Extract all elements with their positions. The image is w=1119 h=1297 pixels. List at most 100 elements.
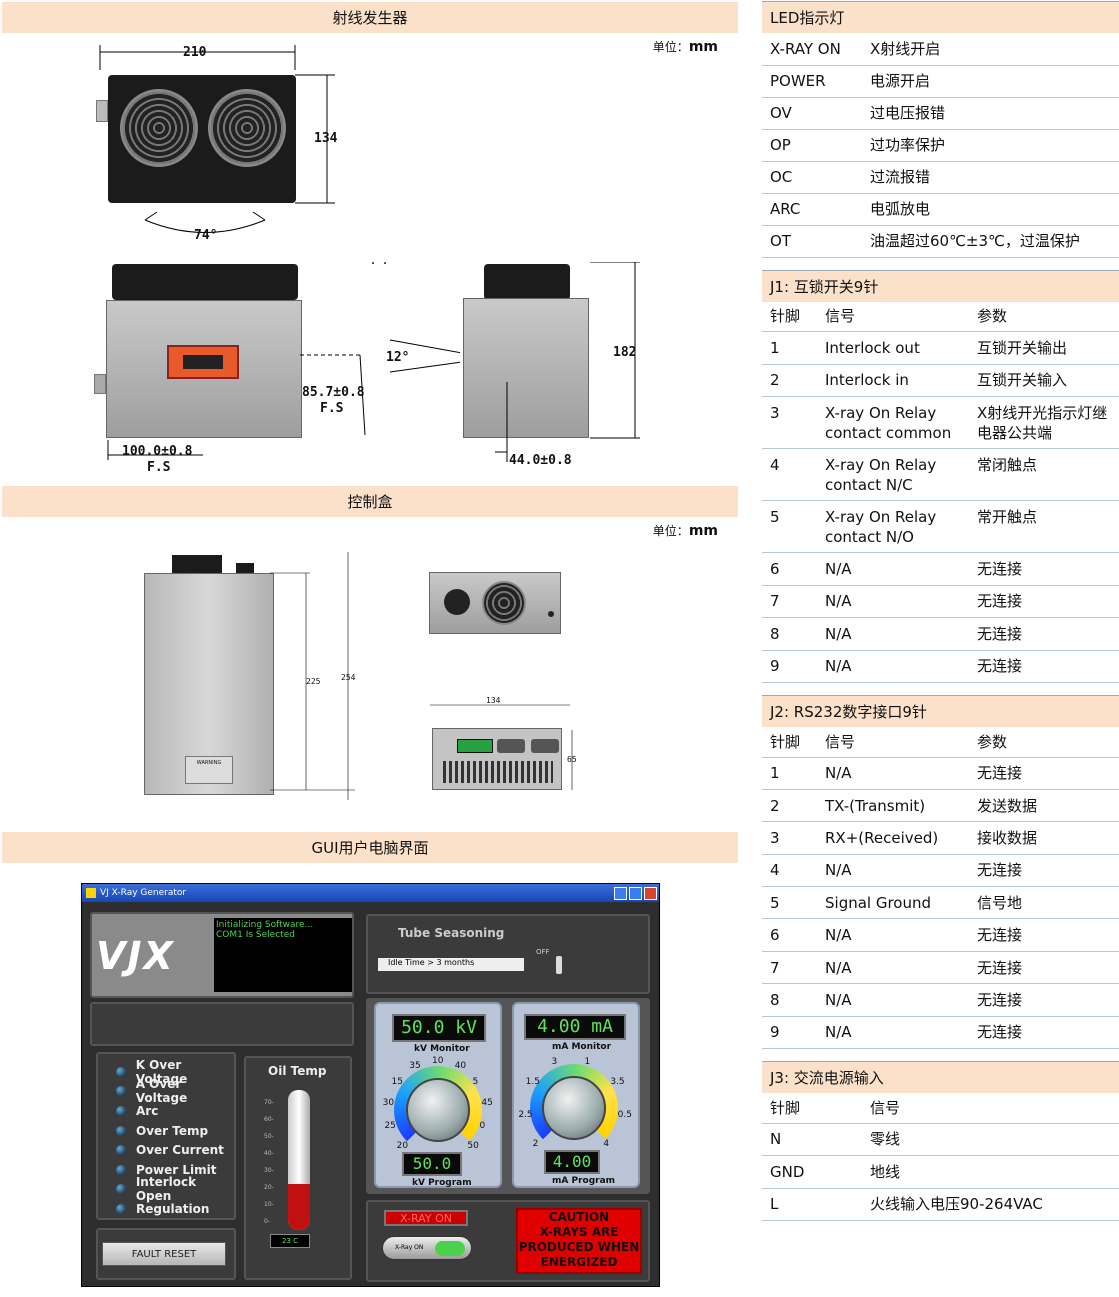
blank-panel: [90, 1002, 354, 1046]
generator-body: [106, 300, 302, 438]
logo-panel: VJX Initializing Software... COM1 Is Sel…: [90, 912, 354, 998]
dim-center-h-sub: F.S: [320, 401, 344, 416]
status-lamp: Over Current: [116, 1140, 234, 1160]
season-toggle[interactable]: [556, 956, 562, 974]
table-cell: N/A: [817, 617, 969, 651]
dial-tick-label: 0: [479, 1121, 486, 1132]
oil-temp-readout: 23 C: [270, 1234, 310, 1248]
table-cell: 2: [762, 364, 817, 397]
dim-center-x-sub: F.S: [147, 460, 171, 475]
section-title: 控制盒: [347, 493, 393, 511]
oil-scale-tick: 70-: [264, 1099, 274, 1106]
table-cell: 无连接: [969, 1016, 1119, 1050]
table-cell: 9: [762, 650, 817, 683]
idle-time-select[interactable]: Idle Time > 3 months: [378, 958, 524, 971]
table-cell: L: [762, 1188, 862, 1222]
fan-icon: [208, 89, 286, 167]
lamp-icon: [116, 1125, 126, 1136]
maximize-icon[interactable]: [629, 886, 642, 900]
status-lamp: Regulation: [116, 1199, 234, 1219]
dim-inner-h: 225: [306, 677, 321, 686]
thermometer: [288, 1090, 310, 1230]
xray-control-panel: X-RAY ON X-Ray ON CAUTION X-RAYS ARE PRO…: [366, 1200, 650, 1282]
oil-scale-tick: 60-: [264, 1116, 274, 1123]
table-row: 针脚信号参数: [762, 301, 1119, 332]
thermometer-fill: [288, 1183, 310, 1230]
lamp-icon: [116, 1164, 126, 1175]
table-cell: 信号: [862, 1093, 1119, 1124]
gui-window: VJ X-Ray Generator VJX Initializing Soft…: [81, 883, 660, 1287]
xray-on-button[interactable]: X-Ray ON: [382, 1236, 472, 1260]
table-cell: N/A: [817, 854, 969, 888]
table-cell: 无连接: [969, 918, 1119, 952]
window-title: VJ X-Ray Generator: [100, 888, 187, 898]
oil-scale-tick: 10-: [264, 1201, 274, 1208]
connector-icon: [172, 555, 222, 573]
table-cell: 互锁开关输出: [969, 331, 1119, 365]
fan-icon: [120, 89, 198, 167]
dim-ctrl-width: 134: [486, 696, 501, 705]
gui-titlebar: VJ X-Ray Generator: [82, 884, 659, 902]
db9-connector-icon: [531, 739, 559, 753]
status-lamp: Arc: [116, 1101, 234, 1121]
table-cell: OV: [762, 97, 862, 130]
oil-temp-title: Oil Temp: [268, 1064, 327, 1078]
table-cell: 参数: [969, 727, 1119, 758]
section-header-gui: GUI用户电脑界面: [2, 832, 738, 863]
table-cell: ARC: [762, 193, 862, 226]
fan-icon: [482, 581, 526, 625]
fault-reset-button[interactable]: FAULT RESET: [102, 1242, 226, 1266]
table-cell: N: [762, 1123, 862, 1157]
close-icon[interactable]: [644, 886, 657, 900]
table-cell: 无连接: [969, 854, 1119, 888]
controller-body: WARNING: [144, 573, 274, 795]
table-cell: 2: [762, 789, 817, 823]
table-cell: 电源开启: [862, 65, 1119, 98]
table-cell: RX+(Received): [817, 821, 969, 855]
led-header: LED指示灯: [762, 1, 1119, 33]
table-cell: X-ray On Relay contact N/O: [817, 500, 969, 553]
dial-tick-label: 5: [472, 1076, 479, 1087]
table-cell: 发送数据: [969, 789, 1119, 823]
table-cell: 信号地: [969, 886, 1119, 920]
ma-knob[interactable]: [542, 1076, 606, 1140]
table-cell: X射线开光指示灯继电器公共端: [969, 396, 1119, 449]
dial-tick-label: 3: [551, 1056, 558, 1067]
kv-program-display[interactable]: 50.0: [402, 1152, 462, 1176]
dim-side-x: 44.0±0.8: [509, 453, 572, 468]
table-cell: N/A: [817, 585, 969, 618]
dial-tick-label: 2: [532, 1139, 539, 1150]
section-header-generator: 射线发生器: [2, 2, 738, 33]
table-row: 针脚信号: [762, 1093, 1119, 1124]
terminal-block-icon: [457, 739, 493, 753]
table-cell: 零线: [862, 1123, 1119, 1157]
table-cell: 无连接: [969, 617, 1119, 651]
minimize-icon[interactable]: [614, 886, 627, 900]
dim-depth: 182: [613, 345, 637, 360]
dim-width: 210: [183, 45, 207, 60]
table-cell: Signal Ground: [817, 886, 969, 920]
console-display: Initializing Software... COM1 Is Selecte…: [214, 918, 352, 992]
table-cell: 针脚: [762, 301, 817, 332]
table-row: 针脚信号参数: [762, 727, 1119, 758]
left-column: 射线发生器 单位：mm 210 134 74°: [2, 2, 738, 1287]
fan-top-icon: [484, 264, 570, 300]
ma-program-display[interactable]: 4.00: [544, 1150, 600, 1174]
kv-knob[interactable]: [406, 1078, 470, 1142]
table-cell: 7: [762, 585, 817, 618]
kv-monitor-label: kV Monitor: [414, 1044, 470, 1054]
table-cell: 常闭触点: [969, 448, 1119, 501]
ma-monitor-label: mA Monitor: [552, 1042, 612, 1052]
table-cell: 4: [762, 854, 817, 888]
generator-side-body: [463, 298, 589, 438]
dim-center-x: 100.0±0.8: [122, 444, 193, 459]
xray-led-icon: [435, 1241, 465, 1256]
unit-label: 单位：mm: [652, 39, 718, 55]
table-cell: 无连接: [969, 951, 1119, 985]
tube-seasoning-panel: Tube Seasoning Idle Time > 3 months OFF: [366, 914, 650, 994]
